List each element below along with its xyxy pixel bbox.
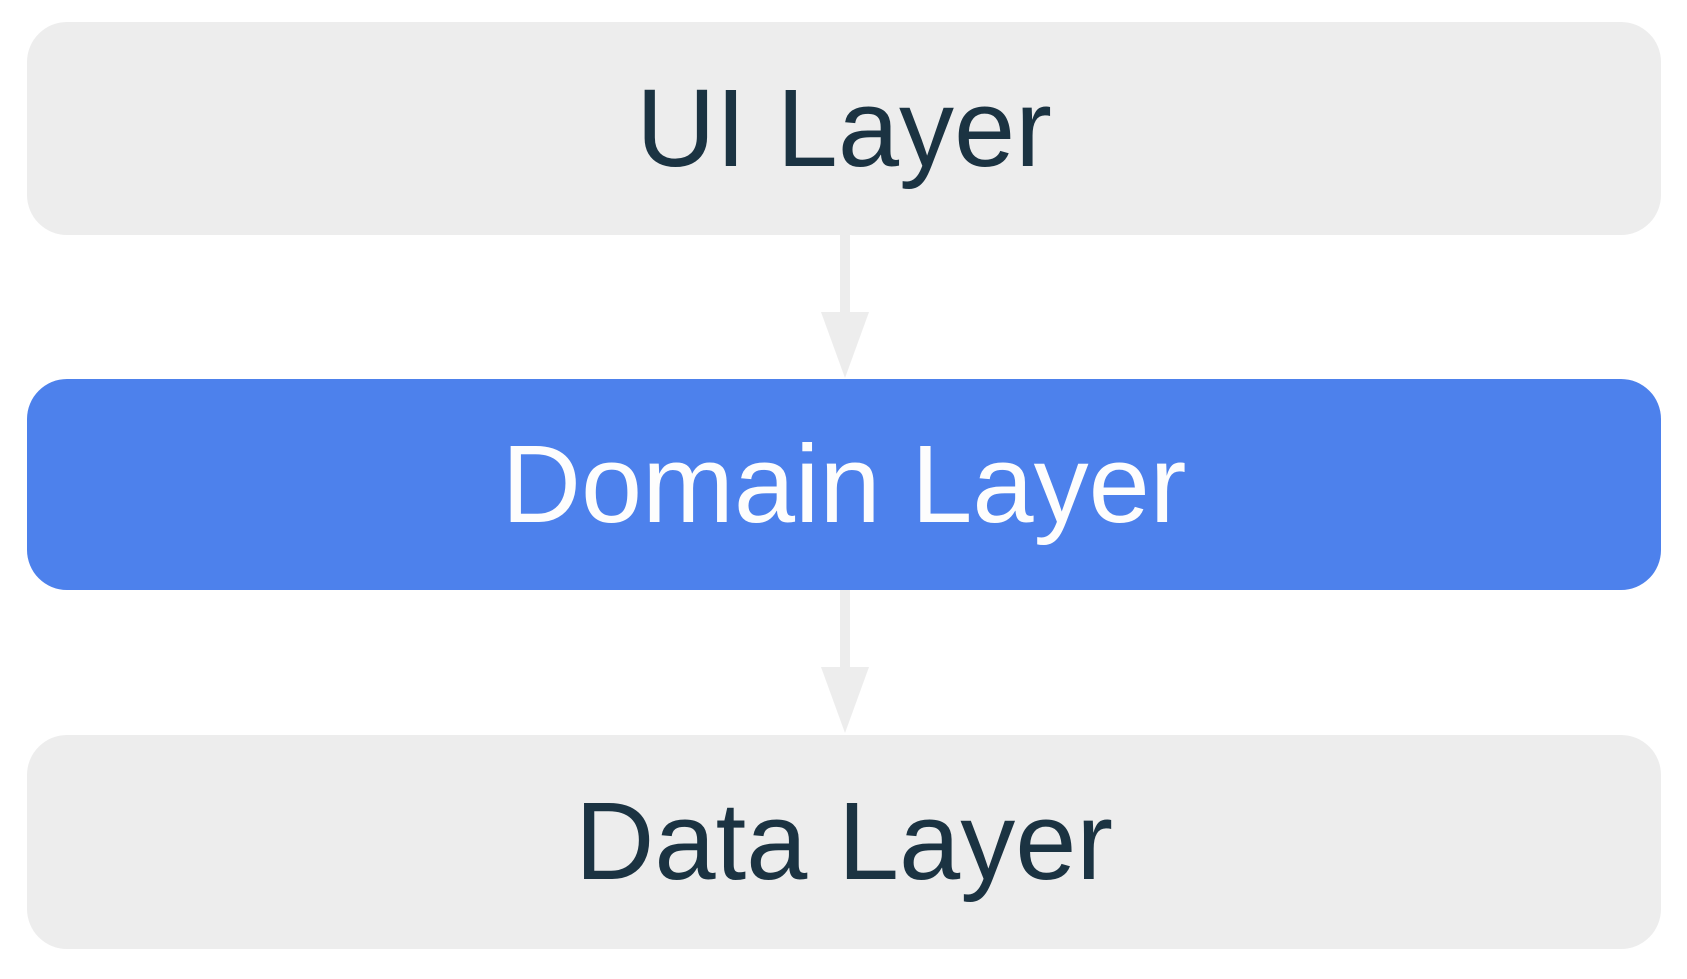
arrow-down-icon: [821, 590, 869, 735]
arrow-shaft: [840, 235, 850, 317]
layer-label-data: Data Layer: [574, 780, 1114, 903]
arrow-head: [821, 312, 869, 378]
layer-box-data: Data Layer: [27, 735, 1661, 949]
layer-box-ui: UI Layer: [27, 22, 1661, 235]
layer-label-domain: Domain Layer: [501, 422, 1187, 546]
layer-box-domain: Domain Layer: [27, 379, 1661, 590]
arrow-shaft: [840, 590, 850, 672]
arrow-down-icon: [821, 235, 869, 378]
arrow-head: [821, 667, 869, 733]
layer-label-ui: UI Layer: [636, 66, 1052, 190]
